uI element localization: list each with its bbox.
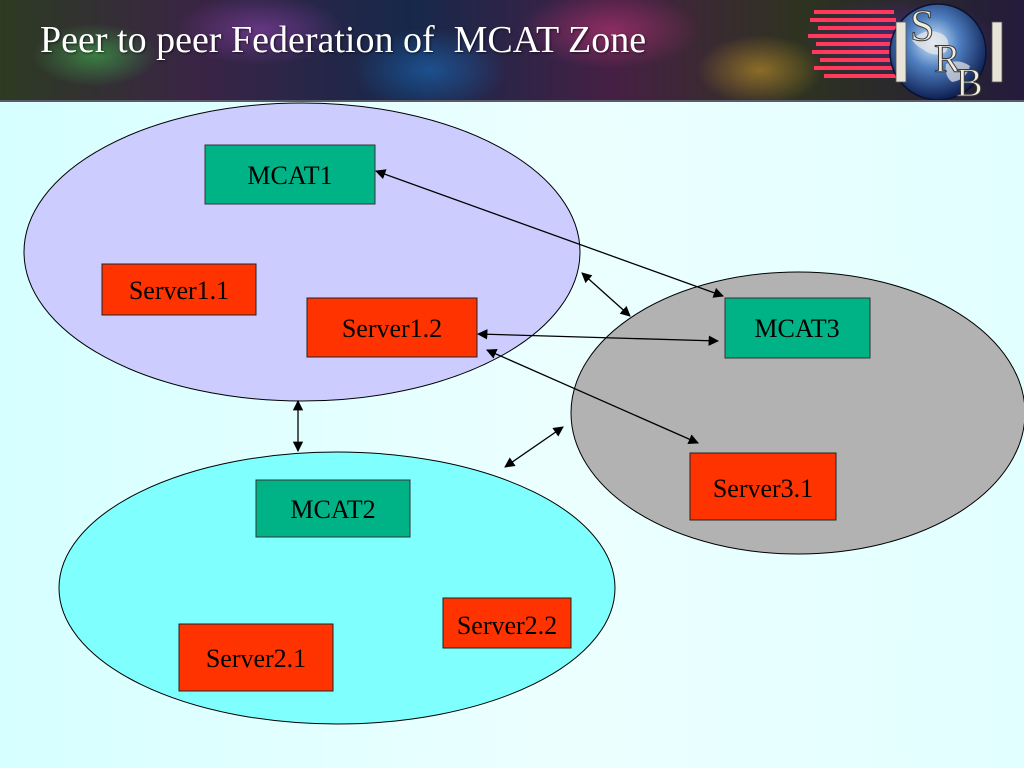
server2-1-box: [178, 623, 334, 692]
mcat1-label: MCAT1: [247, 161, 332, 190]
link-zone2-zone3: [504, 426, 564, 468]
mcat3-label: MCAT3: [754, 314, 839, 343]
server2-2-box: [442, 597, 572, 649]
speed-stripes: [808, 10, 896, 78]
logo-letter-b: B: [956, 60, 983, 100]
mcat2-box: [255, 479, 411, 538]
mcat2-label: MCAT2: [290, 495, 375, 524]
server3-1-box: [689, 452, 837, 521]
node-server2-2: Server2.2: [442, 597, 572, 649]
node-server3-1: Server3.1: [689, 452, 837, 521]
link-mcat1-mcat3: [375, 169, 724, 298]
slide-header-banner: Peer to peer Federation of MCAT Zone S: [0, 0, 1024, 102]
node-server1-2: Server1.2: [306, 297, 478, 358]
server2-1-label: Server2.1: [206, 644, 306, 673]
connection-links: [292, 169, 724, 468]
link-server1-2-server3-1: [486, 349, 699, 444]
node-server2-1: Server2.1: [178, 623, 334, 692]
server3-1-label: Server3.1: [713, 474, 813, 503]
link-zone1-zone3: [581, 272, 631, 317]
server1-2-box: [306, 297, 478, 358]
node-mcat2: MCAT2: [255, 479, 411, 538]
server2-2-label: Server2.2: [457, 611, 557, 640]
logo-letter-r: R: [934, 36, 961, 81]
mcat3-box: [724, 297, 871, 359]
slide-title: Peer to peer Federation of MCAT Zone: [40, 19, 647, 61]
node-server1-1: Server1.1: [101, 263, 257, 316]
srb-globe-logo-icon: S R B: [808, 1, 1003, 100]
node-mcat3: MCAT3: [724, 297, 871, 359]
link-server1-2-mcat3: [476, 329, 720, 346]
mcat1-box: [204, 144, 376, 205]
server1-1-label: Server1.1: [129, 276, 229, 305]
server1-1-box: [101, 263, 257, 316]
logo-letter-s: S: [910, 1, 934, 50]
server1-2-label: Server1.2: [342, 314, 442, 343]
node-mcat1: MCAT1: [204, 144, 376, 205]
